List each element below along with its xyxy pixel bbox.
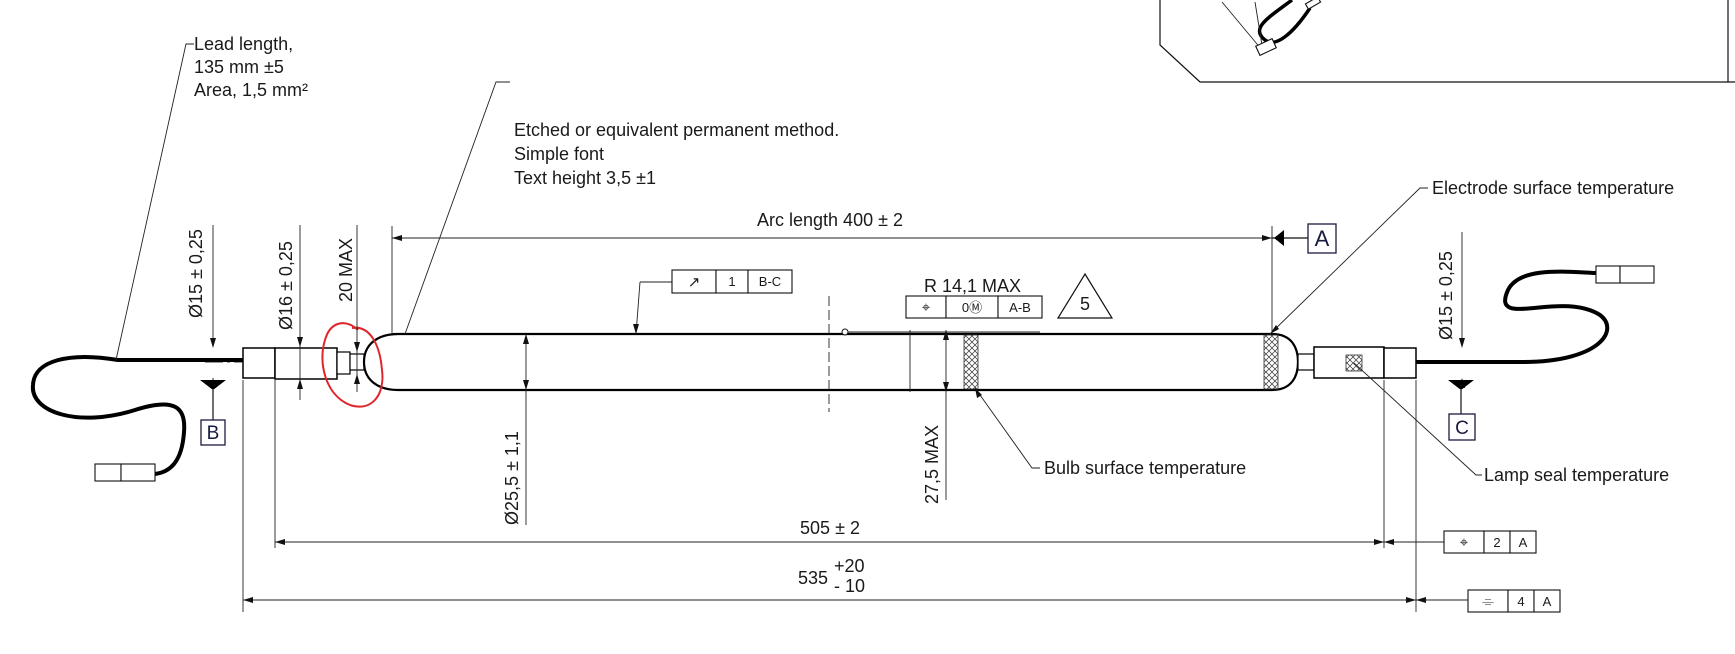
- svg-text:- 10: - 10: [834, 576, 865, 596]
- datum-b: B: [200, 380, 226, 446]
- svg-text:Ø16 ± 0,25: Ø16 ± 0,25: [276, 241, 296, 330]
- svg-text:5: 5: [1080, 294, 1090, 314]
- lamp-body: [242, 332, 1417, 392]
- svg-text:⌖: ⌖: [922, 299, 931, 316]
- svg-text:⌖: ⌖: [1460, 534, 1469, 551]
- marking-note: Etched or equivalent permanent method. S…: [404, 81, 839, 335]
- svg-text:A: A: [1519, 535, 1528, 550]
- svg-text:535: 535: [798, 568, 828, 588]
- right-lead-wire: [1415, 265, 1655, 364]
- svg-text:1: 1: [728, 274, 735, 289]
- left-lead-wire: [30, 355, 243, 482]
- svg-text:B-C: B-C: [759, 274, 781, 289]
- svg-text:Electrode surface temperature: Electrode surface temperature: [1432, 178, 1674, 198]
- fcf-symmetry: ⌯ 4 A: [1416, 589, 1561, 613]
- svg-text:Lead length,: Lead length,: [194, 34, 293, 54]
- max-20-dimension: 20 MAX: [336, 225, 360, 392]
- svg-text:Ø15 ± 0,25: Ø15 ± 0,25: [186, 229, 206, 318]
- svg-text:2: 2: [1493, 535, 1500, 550]
- dia-left-end-dimension: Ø15 ± 0,25: [186, 225, 216, 388]
- bulb-temperature-callout: Bulb surface temperature: [974, 387, 1246, 478]
- svg-text:4: 4: [1517, 594, 1524, 609]
- max-27-5-dimension: 27,5 MAX: [909, 330, 949, 504]
- detail-inset-frame: [1159, 0, 1735, 83]
- dia-bulb-dimension: Ø25,5 ± 1,1: [502, 334, 529, 525]
- svg-text:27,5 MAX: 27,5 MAX: [922, 425, 942, 504]
- svg-text:R 14,1 MAX: R 14,1 MAX: [924, 276, 1021, 296]
- fcf-runout: ↗ 1 B-C: [633, 269, 793, 335]
- svg-text:+20: +20: [834, 556, 865, 576]
- len-505-dimension: 505 ± 2: [274, 380, 1385, 548]
- svg-text:Etched or equivalent permanent: Etched or equivalent permanent method.: [514, 120, 839, 140]
- datum-a: A: [1272, 223, 1337, 254]
- svg-text:135 mm ±5: 135 mm ±5: [194, 57, 284, 77]
- svg-text:20 MAX: 20 MAX: [336, 238, 356, 302]
- svg-text:A: A: [1315, 226, 1330, 251]
- seal-temperature-callout: Lamp seal temperature: [1353, 362, 1669, 485]
- svg-text:A-B: A-B: [1009, 300, 1031, 315]
- triangle-note-5: 5: [1056, 272, 1114, 319]
- electrode-temperature-callout: Electrode surface temperature: [1269, 178, 1674, 335]
- fcf-position-bottom: ⌖ 2 A: [1384, 530, 1537, 554]
- svg-text:Lamp seal temperature: Lamp seal temperature: [1484, 465, 1669, 485]
- svg-text:Area, 1,5 mm²: Area, 1,5 mm²: [194, 80, 308, 100]
- svg-text:⌯: ⌯: [1482, 593, 1494, 610]
- svg-text:Bulb surface temperature: Bulb surface temperature: [1044, 458, 1246, 478]
- svg-text:Simple font: Simple font: [514, 144, 604, 164]
- dia-left-cap-dimension: Ø16 ± 0,25: [276, 225, 303, 400]
- lead-length-note: Lead length, 135 mm ±5 Area, 1,5 mm²: [115, 34, 308, 361]
- svg-text:0Ⓜ: 0Ⓜ: [962, 300, 982, 315]
- radius-dimension: R 14,1 MAX: [828, 276, 1040, 412]
- svg-text:505 ± 2: 505 ± 2: [800, 518, 860, 538]
- svg-text:A: A: [1543, 594, 1552, 609]
- svg-text:Text height 3,5 ±1: Text height 3,5 ±1: [514, 168, 656, 188]
- svg-text:↗: ↗: [688, 274, 701, 291]
- svg-text:C: C: [1455, 418, 1469, 439]
- len-535-dimension: 535 +20 - 10: [242, 380, 1417, 612]
- datum-c: C: [1448, 380, 1476, 441]
- dia-right-end-dimension: Ø15 ± 0,25: [1436, 232, 1465, 388]
- svg-text:B: B: [207, 423, 220, 444]
- arc-length-dimension: Arc length 400 ± 2: [391, 210, 1273, 334]
- red-highlight-circle: [321, 322, 384, 408]
- svg-text:Ø15 ± 0,25: Ø15 ± 0,25: [1436, 251, 1456, 340]
- svg-text:Arc length 400 ± 2: Arc length 400 ± 2: [757, 210, 903, 230]
- fcf-position-top: ⌖ 0Ⓜ A-B: [905, 295, 1043, 319]
- svg-text:Ø25,5 ± 1,1: Ø25,5 ± 1,1: [502, 431, 522, 525]
